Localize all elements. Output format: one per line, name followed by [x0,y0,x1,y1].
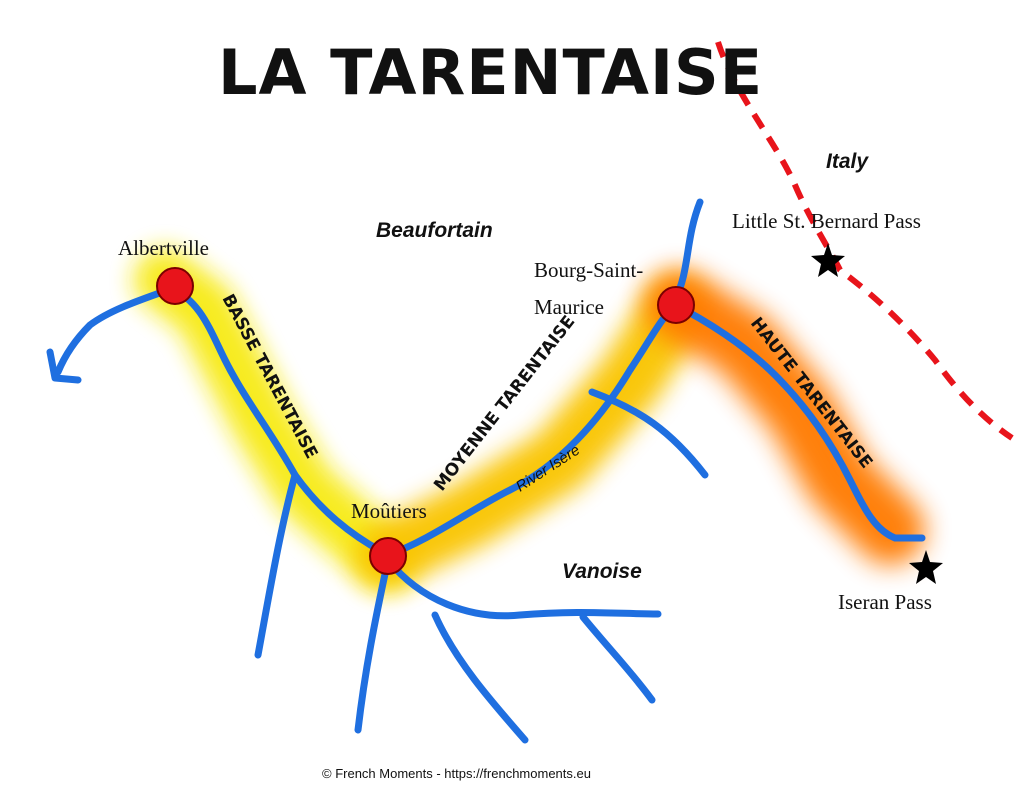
tributary-basse-south [254,471,299,659]
albertville-marker [156,267,194,305]
label-bourg-line2: Maurice [534,295,604,319]
moyenne-highlight [355,277,708,588]
tributary-moutiers-south [354,556,392,734]
label-little-st-bernard: Little St. Bernard Pass [732,209,921,233]
town-markers [156,267,695,575]
region-italy: Italy [826,150,869,173]
region-beaufortain: Beaufortain [376,219,493,242]
tributary-vanoise-south [431,611,529,744]
tributary-vanoise-east [579,613,656,704]
italy-border [715,41,1014,441]
moutiers-marker [369,537,407,575]
label-bourg-line1: Bourg-Saint- [534,258,643,282]
bourg-saint-maurice-marker [657,286,695,324]
tributary-moyenne-east [588,388,709,479]
tributary-vanoise [384,556,662,620]
map-title: LA TARENTAISE [218,36,763,109]
label-moutiers: Moûtiers [351,499,427,523]
little-st-bernard-star-icon [811,243,845,277]
credit-text: © French Moments - https://frenchmoments… [322,766,591,781]
region-vanoise: Vanoise [562,560,642,583]
pass-markers [811,243,943,584]
valley-highlights [134,249,925,591]
river-arrowhead [46,348,82,384]
river-isere-main [54,284,926,559]
label-albertville: Albertville [118,236,209,260]
iseran-star-icon [909,550,943,584]
label-iseran: Iseran Pass [838,590,932,614]
